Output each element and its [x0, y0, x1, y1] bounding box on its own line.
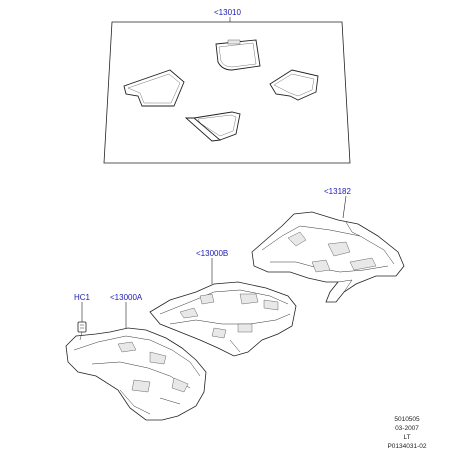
stamp-line-4: P0134031-02 — [387, 443, 427, 450]
callout-clip[interactable]: HC1 — [74, 293, 91, 302]
callout-front-carpet[interactable]: <13000A — [110, 293, 143, 302]
callout-mats-set[interactable]: <13010 — [214, 8, 241, 17]
middle-carpet-part — [149, 258, 297, 357]
clip-part — [77, 302, 87, 341]
stamp-line-2: 03-2007 — [395, 425, 419, 432]
stamp-line-1: 5010505 — [394, 416, 420, 423]
callout-rear-carpet[interactable]: <13182 — [324, 187, 351, 196]
floor-mats-group — [103, 17, 351, 164]
floor-mat-bottom — [184, 111, 241, 142]
floor-mat-right — [269, 69, 319, 101]
mats-frame — [103, 21, 351, 164]
floor-mat-top — [215, 39, 261, 71]
drawing-stamp: 5010505 03-2007 LT P0134031-02 — [374, 415, 440, 451]
rear-carpet-part — [251, 195, 405, 303]
floor-mat-left — [123, 69, 185, 107]
front-carpet-part — [65, 302, 207, 421]
rear-carpet-leader — [342, 195, 347, 219]
callout-middle-carpet[interactable]: <13000B — [196, 249, 229, 258]
stamp-line-3: LT — [403, 434, 411, 441]
